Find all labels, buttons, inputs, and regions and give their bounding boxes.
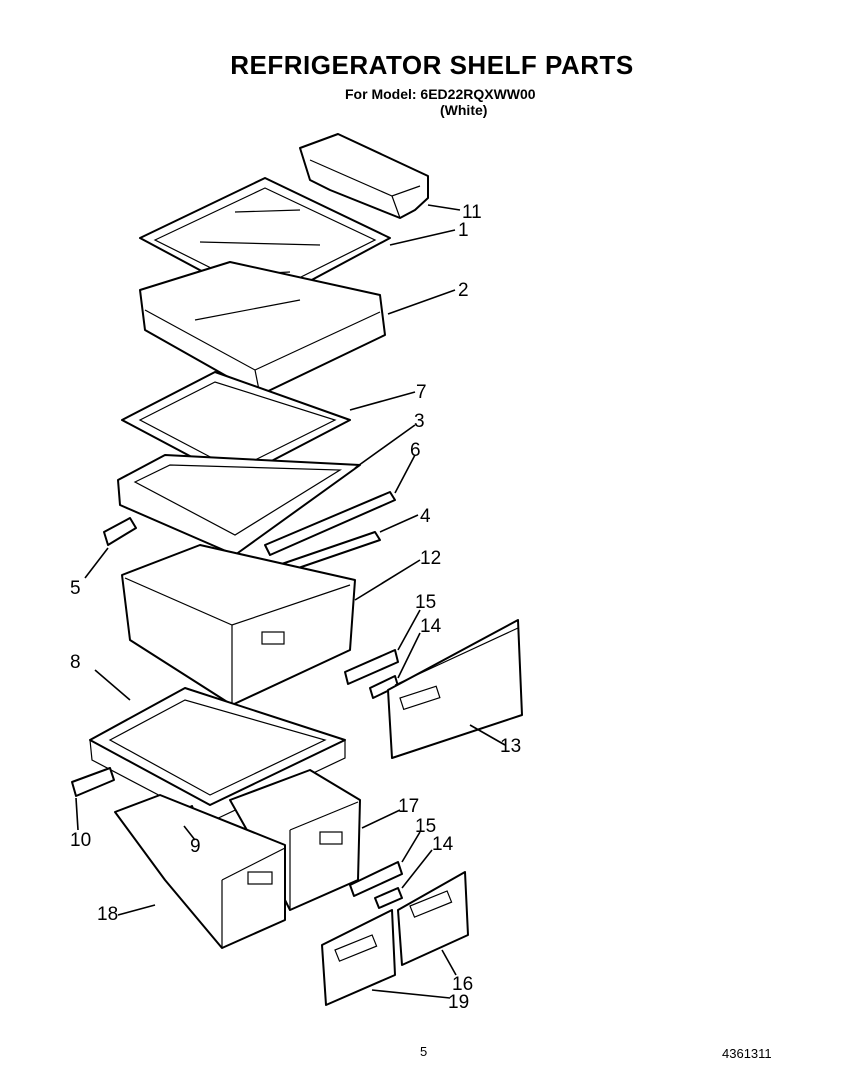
callout-14: 14	[420, 616, 442, 637]
callout-5: 5	[70, 578, 81, 599]
part-5-rail	[103, 517, 137, 546]
page-number: 5	[420, 1044, 428, 1059]
callout-6: 6	[410, 440, 421, 461]
part-18-bin	[114, 794, 286, 949]
part-16-bin-front	[397, 871, 469, 966]
part-19-bin-front	[321, 909, 396, 1006]
color-line: (White)	[440, 102, 488, 118]
callout-14-lower: 14	[432, 834, 454, 855]
part-15-clip-upper	[344, 649, 399, 685]
callout-18: 18	[97, 904, 118, 925]
part-6-rail	[264, 491, 396, 556]
callout-12: 12	[420, 548, 441, 569]
part-3-frame	[117, 454, 361, 556]
callout-15: 15	[415, 592, 436, 613]
part-14-clip-lower	[374, 887, 403, 909]
callout-19: 19	[448, 992, 469, 1013]
part-12-drawer	[121, 544, 356, 706]
callout-17: 17	[398, 796, 419, 817]
page-title: REFRIGERATOR SHELF PARTS	[230, 50, 634, 80]
callout-13: 13	[500, 736, 521, 757]
part-11-bin	[299, 133, 429, 219]
callout-10: 10	[70, 830, 91, 851]
callout-9: 9	[190, 836, 201, 857]
document-number: 4361311	[722, 1046, 772, 1061]
callout-7: 7	[416, 382, 427, 403]
leader-lines	[75, 204, 506, 999]
callout-2: 2	[458, 280, 469, 301]
callout-15-lower: 15	[415, 816, 436, 837]
callout-labels: 11 1 2 7 3 6 4 5 12 15 14 8 13 10 9 17 1…	[70, 202, 521, 1013]
part-2-drawer	[139, 261, 386, 396]
callout-11: 11	[462, 202, 482, 223]
callout-1: 1	[458, 220, 469, 241]
callout-4: 4	[420, 506, 431, 527]
model-line: For Model: 6ED22RQXWW00	[345, 86, 536, 102]
part-13-drawer-front	[387, 619, 523, 759]
callout-16: 16	[452, 974, 473, 995]
part-15-clip-lower	[349, 861, 403, 897]
part-10-rail	[71, 767, 115, 797]
callout-3: 3	[414, 411, 425, 432]
callout-8: 8	[70, 652, 81, 673]
